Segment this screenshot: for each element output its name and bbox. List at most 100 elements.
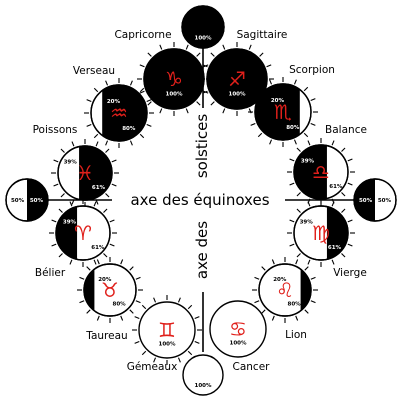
sign-gemeaux-rays [132, 295, 202, 365]
ray-tick [331, 140, 335, 146]
ray-tick [254, 300, 260, 304]
ray-tick [141, 304, 147, 310]
sign-taureau-shadow [84, 264, 95, 316]
ray-tick [105, 148, 110, 153]
sign-gemeaux-percent: 100% [159, 341, 176, 347]
ray-tick [105, 80, 109, 86]
ray-tick [271, 315, 275, 321]
ray-tick [196, 101, 201, 106]
moon-right-outline [353, 178, 397, 222]
ray-tick [303, 132, 309, 138]
ray-tick [307, 259, 311, 265]
poissons-glyph-icon: ♓ [76, 161, 94, 185]
ray-tick [111, 159, 117, 163]
ray-tick [307, 201, 311, 207]
sign-belier-shadow [56, 206, 78, 260]
sign-taureau-outline [83, 263, 137, 317]
vierge-glyph-icon: ♍ [312, 221, 330, 245]
ray-tick [341, 192, 346, 197]
ray-tick [71, 141, 75, 147]
moon-right-shadow [354, 179, 375, 221]
ray-tick [289, 219, 295, 223]
ray-tick [86, 266, 91, 271]
sign-cancer-label: Cancer [233, 361, 271, 373]
ray-tick [202, 90, 208, 94]
ray-tick [293, 79, 297, 85]
ray-tick [296, 253, 301, 258]
sign-sagittaire-shadow [206, 48, 268, 110]
ray-tick [69, 259, 73, 265]
moon-bottom-percent: 100% [195, 383, 212, 389]
sign-capricorne-percent: 100% [166, 92, 183, 98]
moon-right-percent-left: 50% [359, 198, 373, 204]
ray-tick [187, 350, 193, 356]
sign-taureau-percent-dark: 80% [113, 302, 127, 308]
ray-tick [93, 133, 99, 139]
ray-tick [134, 340, 140, 344]
ray-tick [135, 300, 141, 304]
ray-tick [304, 266, 309, 271]
ray-tick [269, 79, 273, 85]
ray-tick [210, 52, 215, 57]
ray-tick [120, 259, 124, 265]
ray-tick [310, 300, 316, 304]
sign-lion-rays [252, 257, 318, 323]
moon-top-shadow [181, 5, 225, 49]
ray-tick [303, 86, 309, 92]
sign-taureau: ♉20%80%Taureau [77, 257, 143, 342]
gemeaux-glyph-icon: ♊ [158, 318, 176, 342]
sign-gemeaux: ♊100%Gémeaux [127, 295, 202, 373]
sign-balance-label: Balance [325, 124, 367, 136]
scorpion-glyph-icon: ♏ [274, 100, 292, 124]
ray-tick [185, 44, 189, 50]
moon-left-percent-right: 50% [30, 198, 44, 204]
ray-tick [79, 276, 85, 280]
ray-tick [347, 243, 353, 247]
sign-scorpion-outline [254, 83, 312, 141]
sign-belier: ♈39%61%Bélier [35, 199, 117, 279]
sign-scorpion: ♏20%80%Scorpion [248, 64, 335, 147]
ray-tick [93, 201, 97, 207]
ray-tick [60, 148, 65, 153]
ray-tick [257, 86, 263, 92]
ray-tick [60, 193, 65, 198]
balance-glyph-icon: ♎ [312, 160, 330, 184]
sign-vierge-rays [287, 199, 355, 267]
sign-cancer-percent: 100% [230, 340, 247, 346]
sign-balance: ♎39%61%Balance [287, 124, 367, 206]
sign-poissons-outline [57, 145, 113, 201]
ray-tick [159, 108, 163, 114]
moon-right-percent-right: 50% [378, 198, 392, 204]
ray-tick [139, 133, 145, 139]
ray-tick [109, 219, 115, 223]
ray-tick [331, 201, 335, 207]
ray-tick [261, 266, 266, 271]
capricorne-glyph-icon: ♑ [165, 67, 183, 91]
ray-tick [139, 64, 145, 68]
ray-tick [341, 208, 346, 213]
ray-tick [254, 276, 260, 280]
sign-verseau-label: Verseau [73, 65, 115, 77]
sign-vierge: ♍39%61%Vierge [287, 199, 367, 279]
ray-tick [141, 350, 147, 356]
sign-lion-label: Lion [285, 329, 307, 341]
moon-bottom-disc [182, 354, 224, 396]
cancer-glyph-icon: ♋ [229, 317, 247, 341]
ray-tick [250, 122, 256, 126]
ray-tick [271, 259, 275, 265]
ray-tick [341, 253, 346, 258]
ray-tick [96, 315, 100, 321]
ray-tick [177, 297, 181, 303]
ray-tick [129, 140, 133, 146]
sign-vierge-outline [293, 205, 349, 261]
ray-tick [269, 139, 273, 145]
sagittaire-glyph-icon: ♐ [228, 67, 246, 91]
ray-tick [250, 98, 256, 102]
ray-tick [86, 99, 92, 103]
ray-tick [295, 259, 299, 265]
sign-cancer-disc [209, 300, 267, 358]
ray-tick [296, 192, 301, 197]
moon-top: 100% [181, 5, 225, 49]
